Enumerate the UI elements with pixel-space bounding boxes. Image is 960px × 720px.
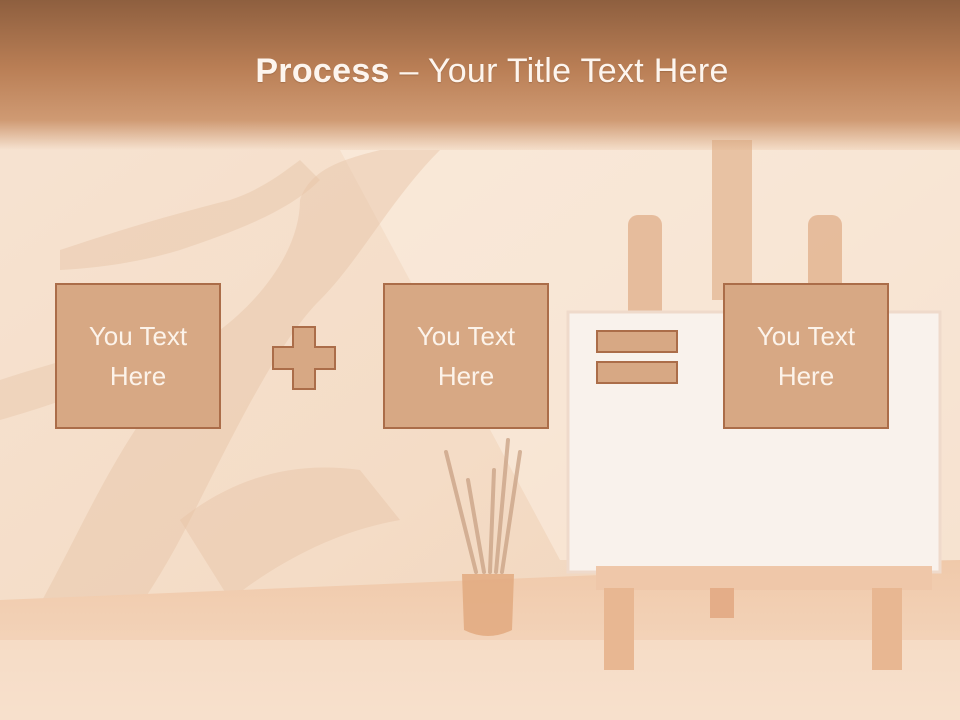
title-rest: – Your Title Text Here xyxy=(389,52,729,90)
text-box-3[interactable]: You Text Here xyxy=(723,283,889,429)
text-box-1[interactable]: You Text Here xyxy=(55,283,221,429)
title-bold: Process xyxy=(255,52,390,90)
text-box-2[interactable]: You Text Here xyxy=(383,283,549,429)
text-box-1-label: You Text Here xyxy=(88,321,188,391)
plus-icon xyxy=(272,326,336,390)
text-box-3-label: You Text Here xyxy=(756,321,856,391)
title-band xyxy=(0,0,960,150)
equals-icon xyxy=(596,330,678,384)
text-box-2-label: You Text Here xyxy=(416,321,516,391)
slide-title: Process – Your Title Text Here xyxy=(0,52,960,91)
